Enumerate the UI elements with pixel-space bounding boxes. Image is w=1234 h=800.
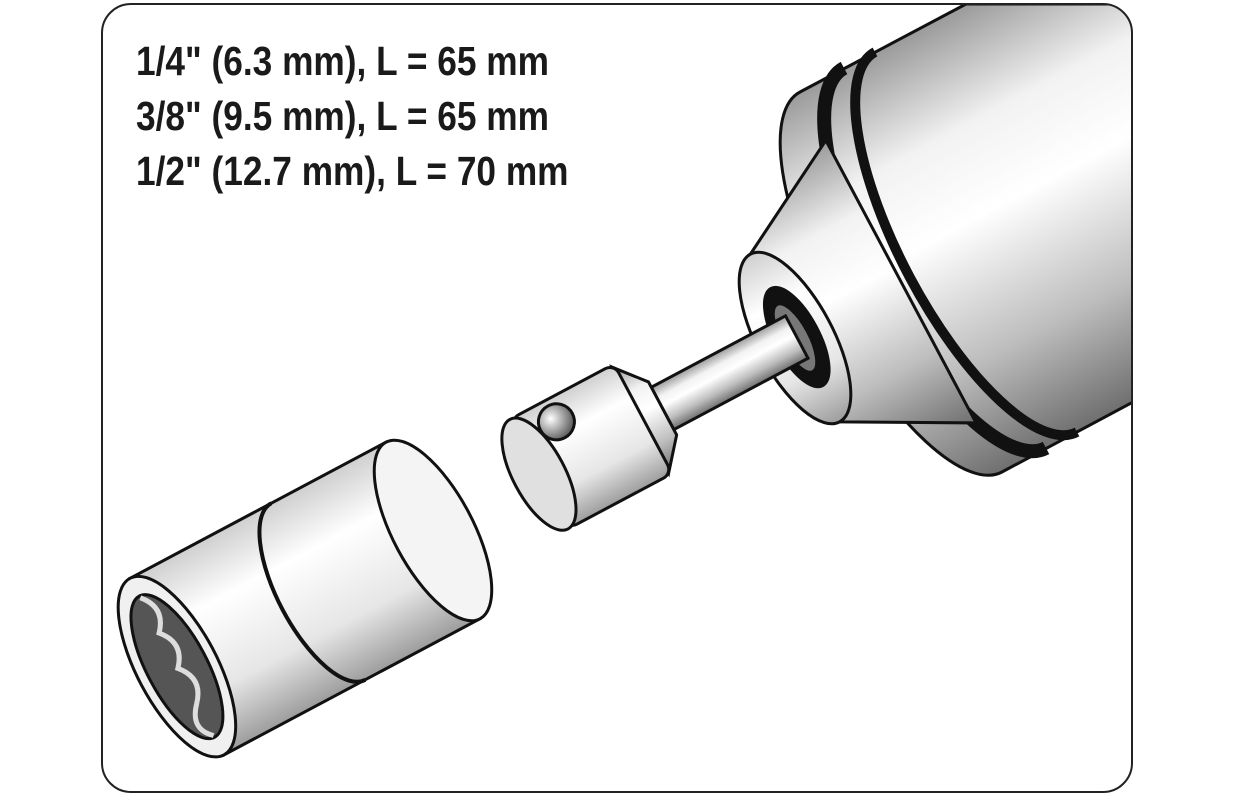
spec-line-half-inch: 1/2" (12.7 mm), L = 70 mm (136, 148, 569, 194)
detent-ball (536, 402, 576, 442)
illustration-frame (101, 3, 1133, 793)
size-specifications: 1/4" (6.3 mm), L = 65 mm 3/8" (9.5 mm), … (136, 34, 569, 199)
spec-line-three-eighths-inch: 3/8" (9.5 mm), L = 65 mm (136, 93, 549, 139)
socket-adapter (500, 364, 679, 532)
spec-line-quarter-inch: 1/4" (6.3 mm), L = 65 mm (136, 38, 549, 84)
socket (116, 438, 494, 759)
